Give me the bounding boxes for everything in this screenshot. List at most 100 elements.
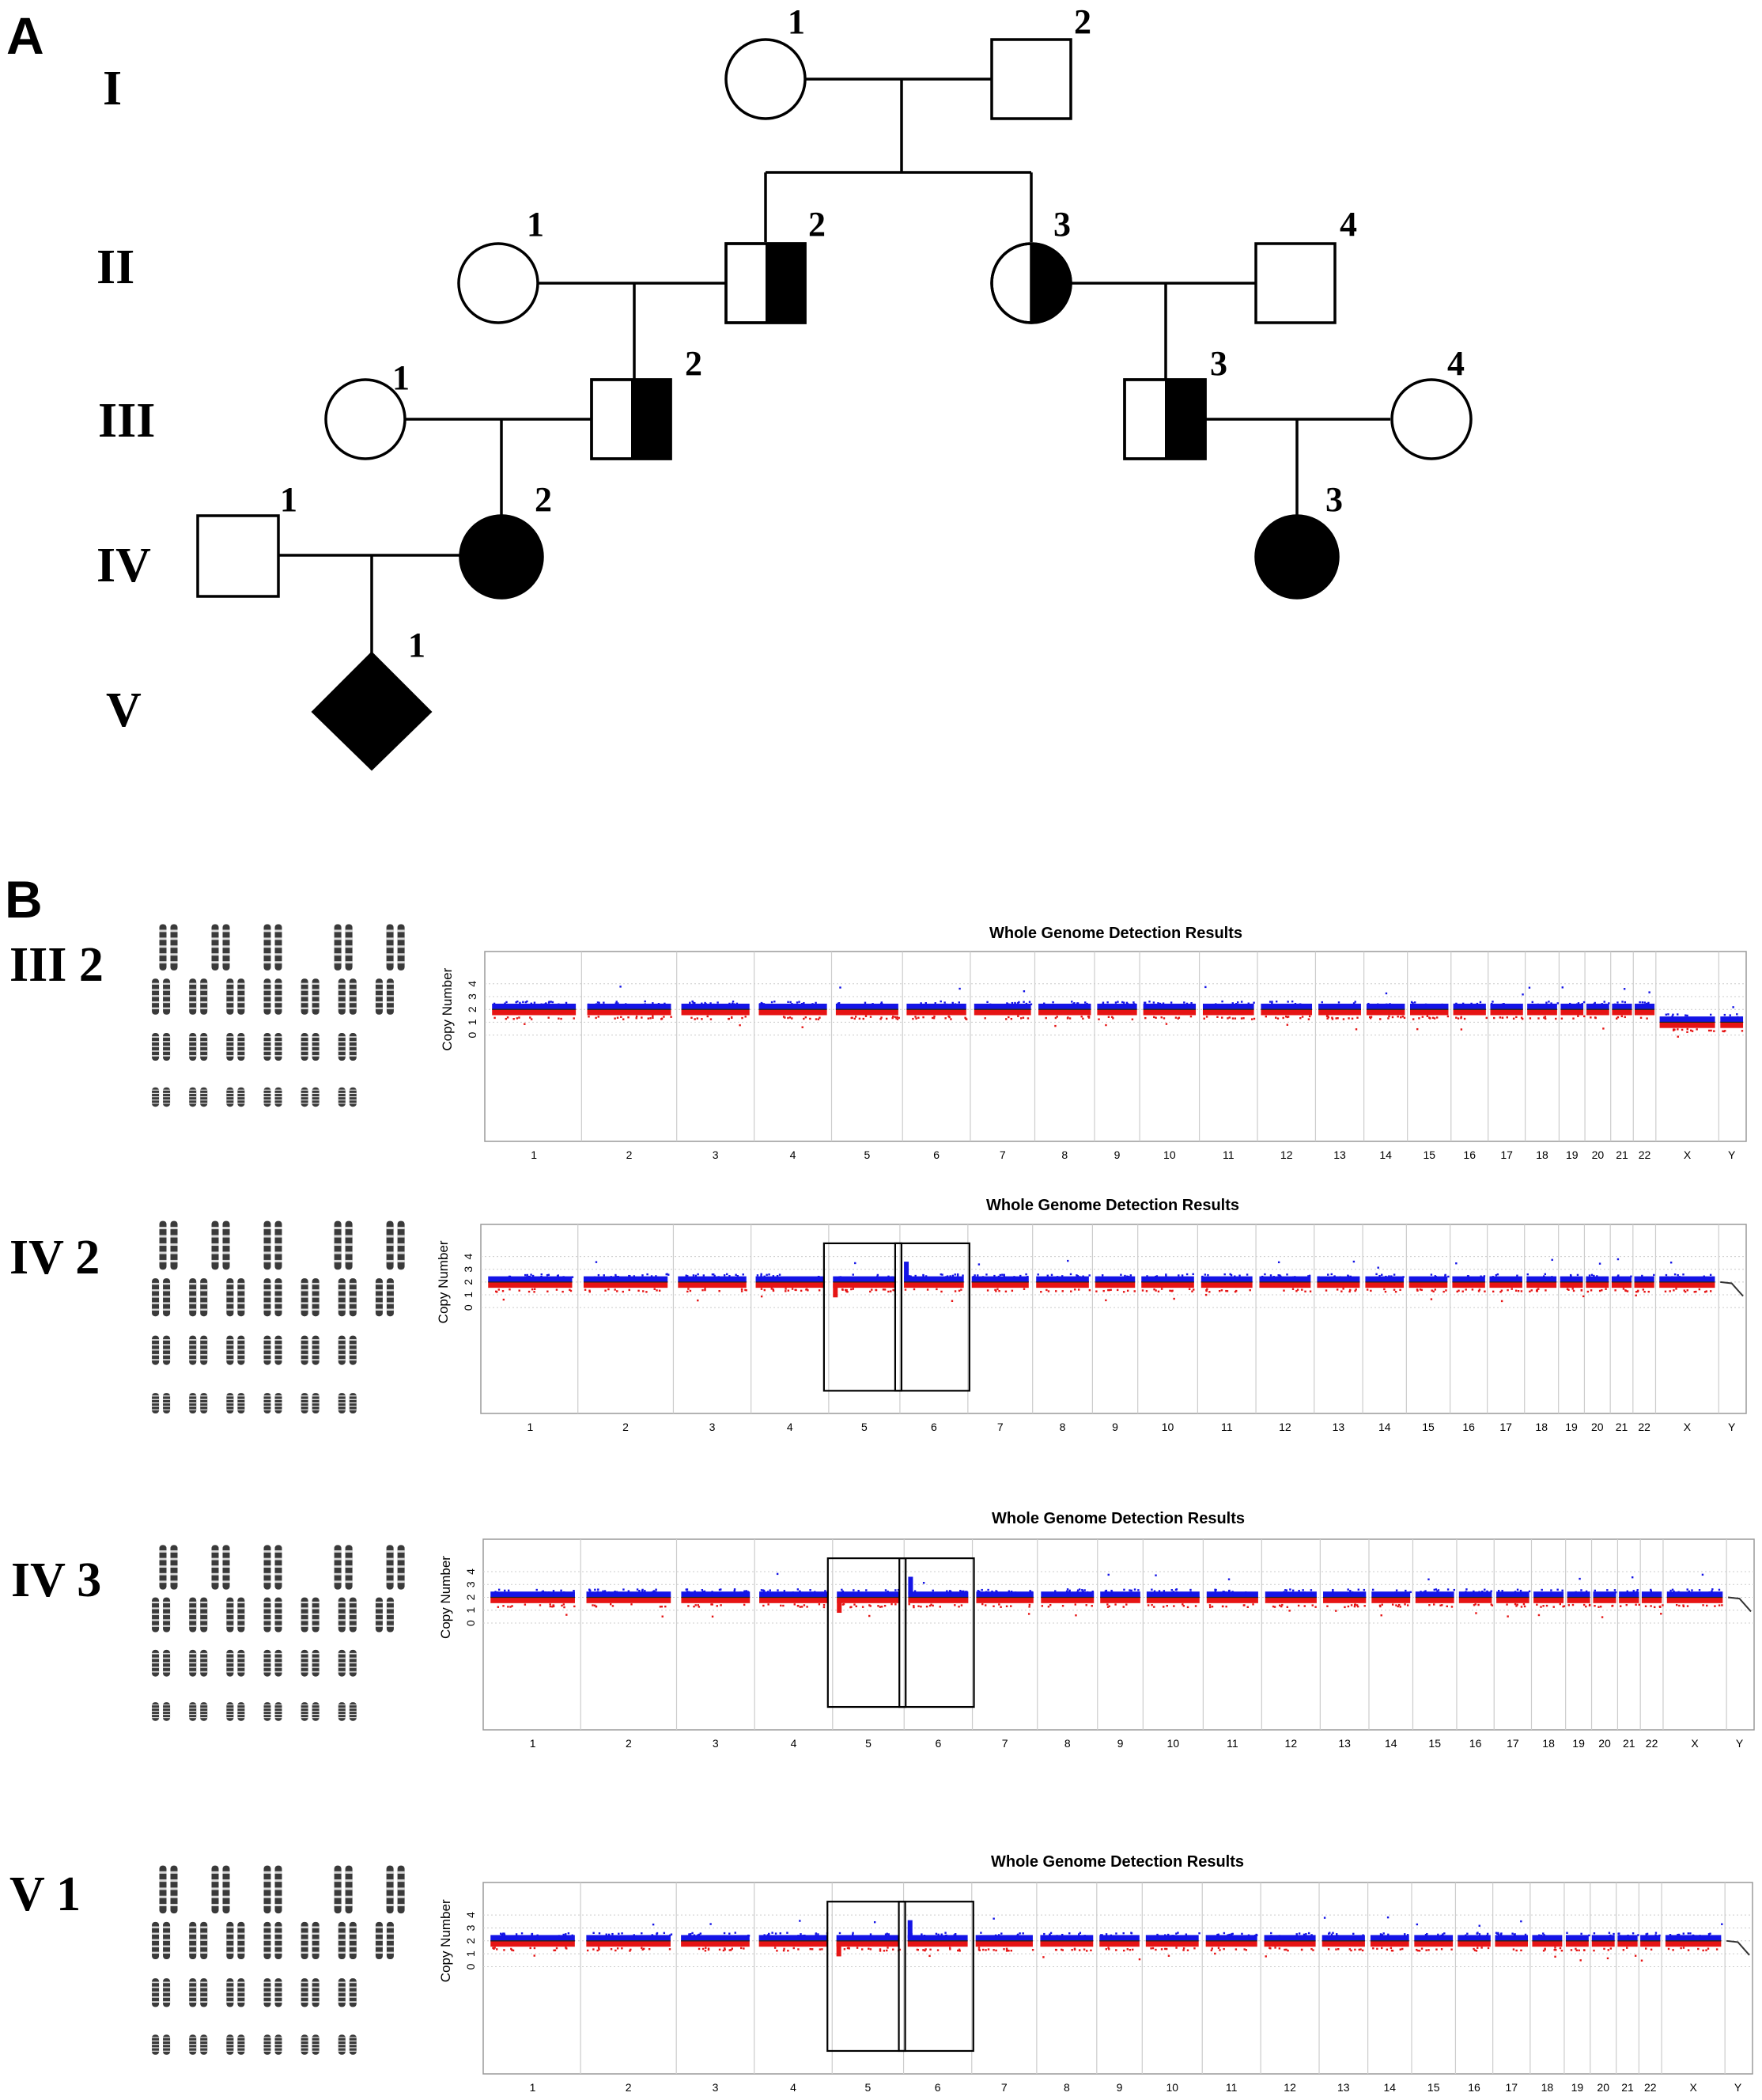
data-point: [852, 1288, 855, 1290]
chromosome-band: [301, 1308, 308, 1311]
data-point: [1416, 1288, 1419, 1291]
chromosome-band: [170, 1235, 178, 1238]
data-point: [493, 1002, 496, 1005]
data-point: [1548, 1001, 1550, 1003]
chromosome-band: [237, 1716, 245, 1719]
data-point: [569, 1288, 571, 1291]
chromosome-band: [237, 1607, 245, 1610]
data-point: [1295, 1933, 1298, 1935]
outlier-point: [799, 1920, 801, 1922]
chromosome-band: [163, 1981, 171, 1984]
data-point: [1627, 1934, 1629, 1937]
chromosome-band: [152, 1613, 160, 1615]
chromosome-band: [349, 1353, 357, 1356]
data-point: [946, 1275, 949, 1277]
data-band-blue: [975, 1935, 1033, 1941]
x-tick-label: 16: [1469, 1737, 1482, 1750]
data-band-red: [1619, 1596, 1639, 1603]
data-point: [1501, 1016, 1504, 1020]
data-band-blue: [490, 1935, 575, 1941]
data-point: [724, 1947, 726, 1950]
data-band-blue: [1041, 1591, 1095, 1598]
data-point: [1110, 1288, 1112, 1291]
data-point: [723, 1274, 726, 1277]
data-point: [1390, 1275, 1393, 1277]
data-point: [791, 1017, 793, 1020]
chromosome-band: [159, 1227, 167, 1230]
data-point: [644, 1590, 646, 1592]
chromosome-band: [163, 1625, 171, 1627]
chromosome-band: [159, 1580, 167, 1584]
data-point: [1537, 1003, 1539, 1006]
data-point: [1650, 1590, 1653, 1592]
data-point: [733, 1588, 736, 1591]
data-point: [621, 1932, 623, 1935]
chromosome-band: [159, 1895, 167, 1898]
data-point: [956, 1273, 959, 1276]
data-point: [1153, 1590, 1156, 1592]
data-point: [605, 1933, 607, 1935]
data-point: [1091, 1605, 1093, 1607]
data-point: [1354, 1289, 1356, 1292]
chromosome-band: [263, 1289, 271, 1292]
data-point: [1085, 1604, 1087, 1606]
data-point: [917, 1605, 920, 1607]
chromosome-band: [237, 2001, 245, 2003]
chromosome-band: [338, 1054, 346, 1057]
chromosome-band: [312, 1996, 320, 1998]
data-point: [1441, 1604, 1443, 1606]
cnv-highlight-box: [826, 1901, 906, 2053]
data-point: [656, 1289, 658, 1292]
data-point: [1175, 1588, 1178, 1591]
x-tick-label: 8: [1060, 1421, 1066, 1433]
data-point: [1137, 1589, 1140, 1591]
chromosome-band: [338, 1945, 346, 1947]
chromosome-band: [386, 1302, 394, 1304]
data-point: [1332, 1932, 1334, 1934]
chromosome-band: [200, 1007, 208, 1009]
data-point: [1253, 1017, 1256, 1020]
data-point: [495, 1290, 497, 1293]
chromosome-band: [263, 1904, 271, 1907]
data-band-blue: [1458, 1591, 1492, 1598]
data-point: [763, 1275, 766, 1278]
data-point: [1514, 1289, 1518, 1292]
data-point: [1433, 1017, 1436, 1020]
chromosome-band: [312, 1095, 320, 1098]
chromosome-band: [163, 2037, 171, 2038]
data-point: [1071, 1001, 1073, 1003]
data-point: [1305, 1933, 1307, 1935]
chromosome-band: [189, 1046, 197, 1047]
chromosome-band: [152, 1302, 160, 1304]
chromosome-band: [159, 1557, 167, 1561]
data-point: [1551, 1276, 1553, 1278]
data-point: [664, 1605, 667, 1608]
data-point: [652, 1002, 654, 1005]
chromosome-band: [163, 1951, 171, 1954]
data-band-red: [1565, 1939, 1589, 1947]
data-point: [869, 1016, 872, 1018]
data-point: [951, 1274, 955, 1277]
data-point: [1513, 1933, 1516, 1936]
data-point: [1499, 1016, 1502, 1019]
data-point: [1516, 1588, 1519, 1591]
data-point: [598, 1932, 601, 1935]
data-point: [776, 1950, 778, 1952]
data-point: [1291, 1288, 1295, 1290]
chromosome-band: [226, 995, 234, 997]
data-point: [1311, 1604, 1314, 1606]
data-point: [782, 1016, 785, 1018]
data-point: [1205, 1016, 1208, 1018]
y-tick-label: 0: [466, 1031, 478, 1038]
data-band-red: [1143, 1008, 1197, 1016]
data-point: [1252, 1603, 1254, 1606]
data-point: [608, 1591, 611, 1594]
data-point: [552, 1590, 555, 1592]
data-point: [1235, 1948, 1238, 1951]
chromosome-band: [159, 1871, 167, 1874]
data-point: [1544, 1947, 1546, 1950]
data-point: [1285, 1948, 1287, 1951]
data-point: [656, 1935, 659, 1937]
chromosome-band: [222, 1871, 230, 1874]
data-point: [615, 1001, 618, 1003]
